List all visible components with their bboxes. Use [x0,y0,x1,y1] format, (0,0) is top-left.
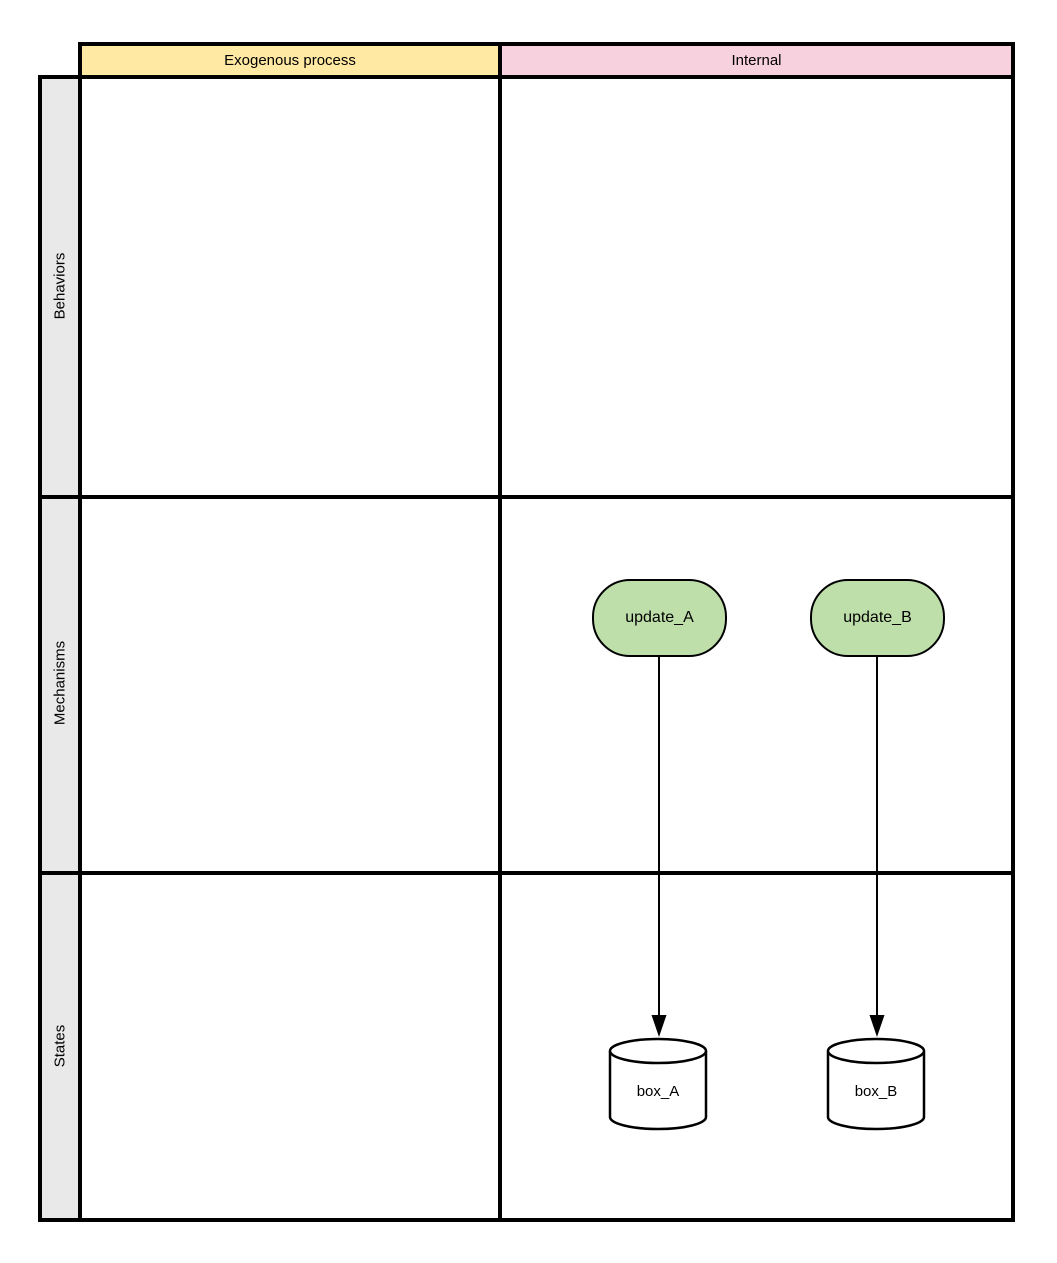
arrow-update-a-to-box-a [651,655,667,1037]
grid-line-right [1011,42,1015,1222]
node-box-a[interactable]: box_A [608,1037,708,1132]
row-header-states-label: States [51,1024,69,1067]
row-header-mechanisms: Mechanisms [40,495,80,871]
row-header-behaviors-label: Behaviors [51,252,69,320]
node-update-a-label: update_A [625,609,694,626]
arrowhead-icon [651,1015,667,1037]
column-header-exogenous-process-label: Exogenous process [224,51,356,69]
grid-line-row-divider-2 [38,871,1015,875]
grid-line-column-divider [498,42,502,1222]
arrow-update-b-to-box-b [869,655,885,1037]
row-header-states: States [40,871,80,1220]
node-update-b-label: update_B [843,609,912,626]
grid-line-header-top [78,42,1015,46]
node-box-b[interactable]: box_B [826,1037,926,1132]
row-header-behaviors: Behaviors [40,77,80,495]
cylinder-icon [608,1037,708,1131]
cylinder-icon [826,1037,926,1131]
grid-line-header-bottom [38,75,1015,79]
grid-line-row-divider-1 [38,495,1015,499]
row-header-mechanisms-label: Mechanisms [51,640,69,726]
node-box-a-label: box_A [636,1082,680,1100]
node-update-b[interactable]: update_B [810,579,945,657]
grid-line-bottom [38,1218,1015,1222]
column-header-exogenous-process: Exogenous process [80,44,500,76]
node-box-b-label: box_B [854,1082,898,1100]
grid-line-left [38,75,42,1222]
column-header-internal-label: Internal [731,51,782,69]
column-header-internal: Internal [500,44,1013,76]
node-update-a[interactable]: update_A [592,579,727,657]
grid-line-label-column [78,42,82,1222]
arrowhead-icon [869,1015,885,1037]
